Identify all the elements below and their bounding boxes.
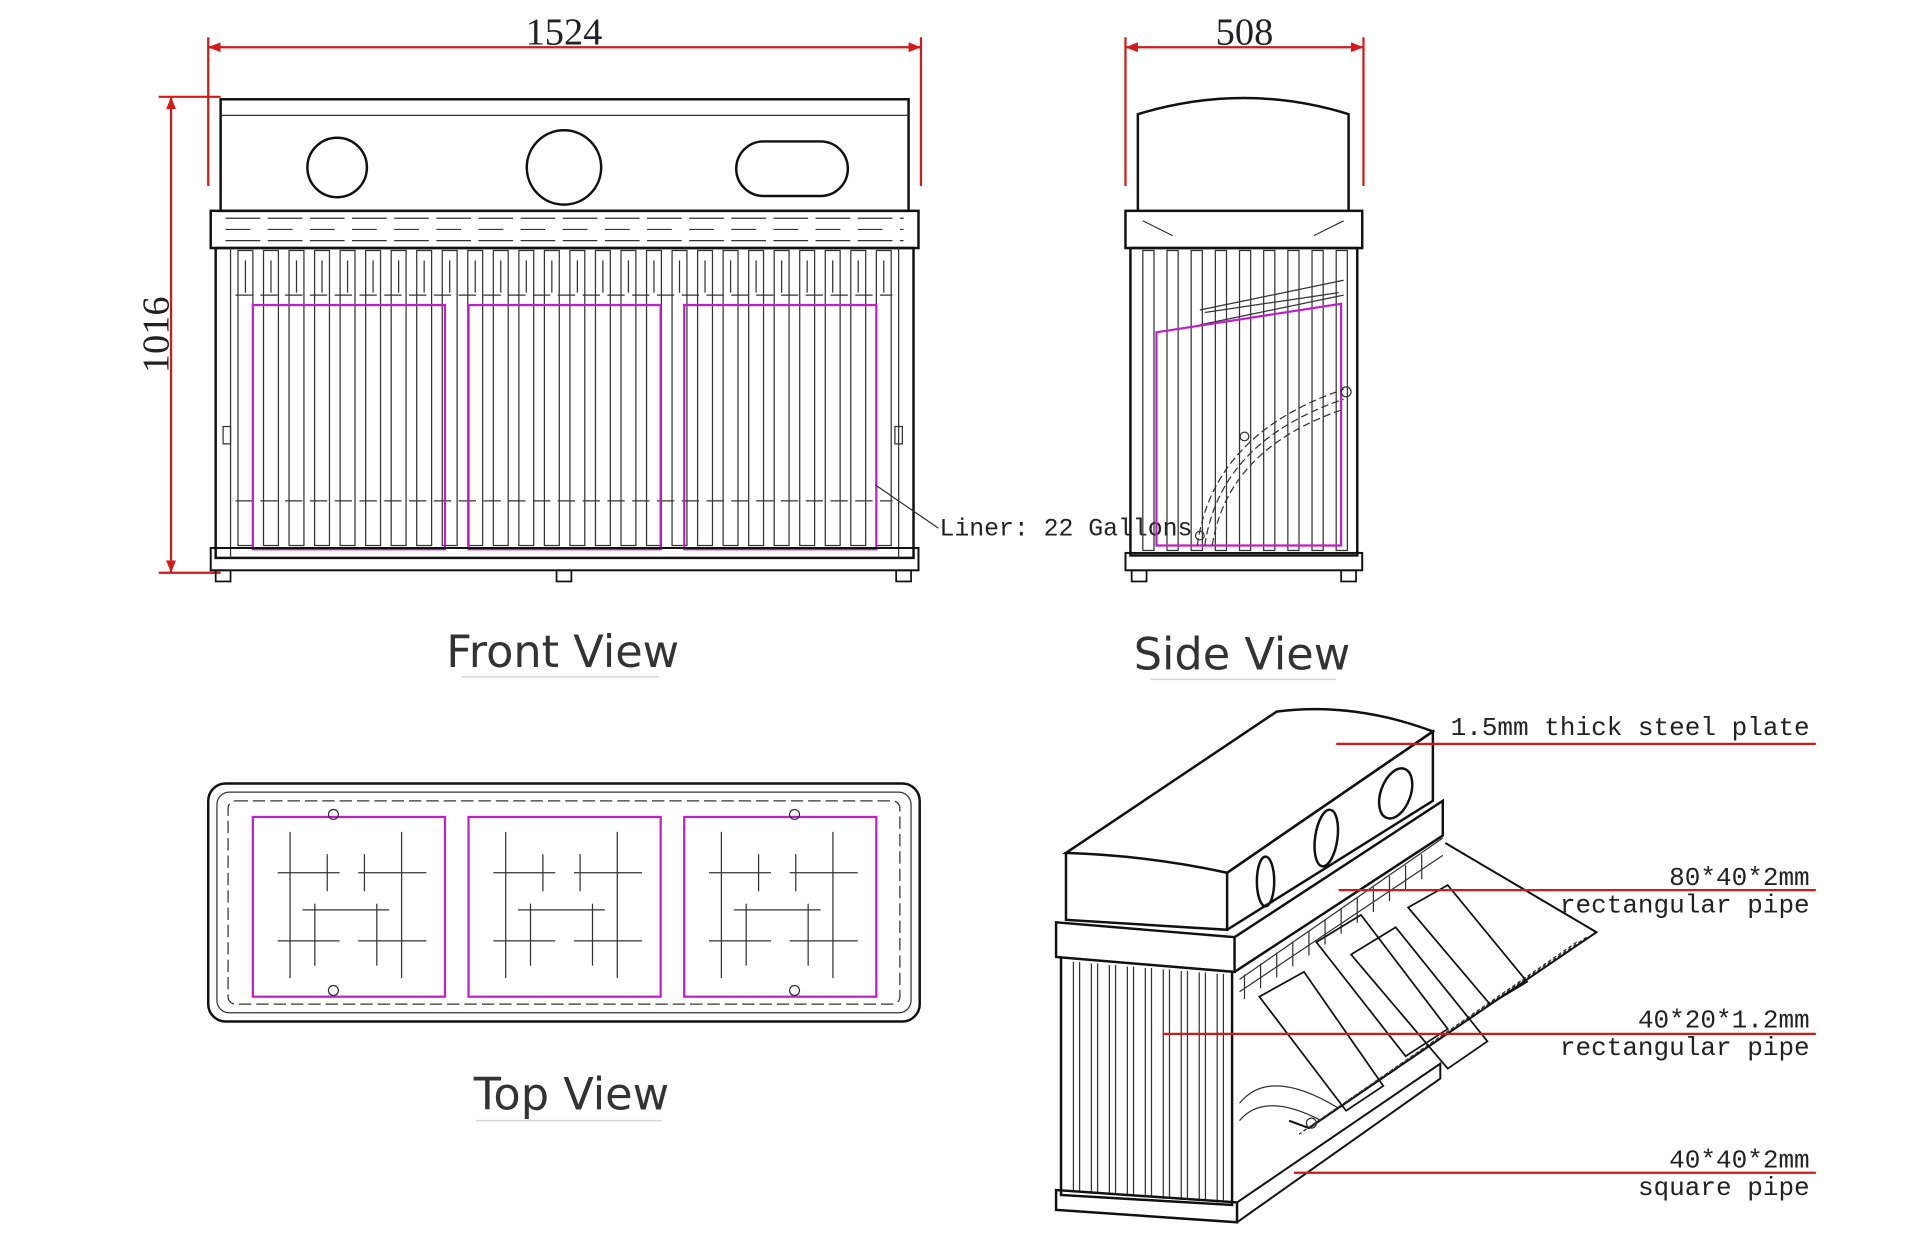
front-slat <box>365 249 382 547</box>
front-view: 1524 1016 <box>136 12 1193 678</box>
front-slats <box>235 249 893 547</box>
side-slat <box>1190 249 1203 552</box>
round-opening-left <box>306 136 369 199</box>
callout-2-subtext: rectangular pipe <box>1560 890 1810 920</box>
iso-lid-top <box>1062 707 1436 875</box>
top-liner-3 <box>683 815 878 998</box>
iso-lid-side <box>1226 729 1435 931</box>
front-slat <box>671 249 688 547</box>
side-slat <box>1238 249 1252 552</box>
front-slat <box>390 249 407 547</box>
front-width-dimension: 1524 <box>207 12 923 187</box>
front-slat <box>620 249 637 547</box>
front-slat <box>696 249 714 547</box>
front-slat <box>262 249 280 547</box>
side-slat <box>1263 249 1276 552</box>
side-base <box>1124 551 1364 572</box>
front-body-frame <box>214 246 915 560</box>
front-slat <box>824 249 841 547</box>
front-slat <box>773 249 790 547</box>
front-slat <box>799 249 816 547</box>
side-slat <box>1166 249 1179 552</box>
front-slat <box>288 249 305 547</box>
front-liner-3 <box>683 303 878 551</box>
front-slat <box>850 249 867 547</box>
front-liner-1 <box>251 303 447 551</box>
side-lid <box>1136 96 1350 211</box>
side-view-title: Side View <box>1134 628 1351 680</box>
front-slat <box>594 249 611 547</box>
callout-3-subtext: rectangular pipe <box>1560 1033 1810 1063</box>
front-height-label: 1016 <box>136 296 178 373</box>
side-depth-label: 508 <box>1216 12 1274 54</box>
side-depth-dimension: 508 <box>1124 12 1365 187</box>
front-slat <box>492 249 509 547</box>
front-slat <box>441 249 458 547</box>
iso-base <box>1054 1188 1239 1224</box>
side-slat <box>1311 249 1324 552</box>
top-liner-2 <box>467 815 662 998</box>
iso-lid-front <box>1064 852 1229 932</box>
front-slat <box>416 249 433 547</box>
round-opening-center <box>525 129 603 206</box>
front-slat <box>748 249 765 547</box>
callout-3-text: 40*20*1.2mm <box>1638 1006 1810 1036</box>
side-view: 508 Side View <box>1124 12 1365 680</box>
front-foot-left <box>214 569 232 583</box>
top-outer-outline <box>206 782 921 1023</box>
front-width-label: 1524 <box>526 12 603 54</box>
front-view-title: Front View <box>446 626 679 678</box>
callout-4-text: 40*40*2mm <box>1669 1146 1810 1176</box>
iso-open-door <box>1288 842 1599 1130</box>
iso-rim-front <box>1054 920 1236 974</box>
side-slat <box>1287 249 1300 552</box>
iso-slats <box>1072 854 1423 1203</box>
side-slat <box>1142 249 1155 552</box>
side-slat <box>1214 249 1228 552</box>
front-slat <box>722 249 739 547</box>
front-slat <box>339 249 356 547</box>
isometric-view: 1.5mm thick steel plate 80*40*2mm rectan… <box>1054 707 1816 1224</box>
front-slat <box>569 249 586 547</box>
side-body-frame <box>1129 246 1359 557</box>
side-liner <box>1155 302 1343 547</box>
top-view: Top View <box>206 782 921 1122</box>
liner-note: Liner: 22 Gallons <box>940 516 1193 544</box>
front-height-dimension: 1016 <box>136 95 221 574</box>
iso-body-front <box>1059 957 1234 1207</box>
front-slat <box>313 249 331 547</box>
front-foot-center <box>555 569 573 583</box>
callout-4-subtext: square pipe <box>1638 1173 1810 1203</box>
callout-2-text: 80*40*2mm <box>1669 863 1810 893</box>
top-liner-1 <box>251 815 447 998</box>
front-slat <box>518 249 535 547</box>
oval-opening <box>735 140 850 198</box>
callout-1-text: 1.5mm thick steel plate <box>1451 713 1810 743</box>
front-slat <box>543 249 560 547</box>
front-foot-right <box>895 569 912 583</box>
side-slat <box>1335 249 1348 552</box>
front-liner-2 <box>467 303 662 551</box>
side-slats <box>1142 249 1348 552</box>
liner-leader-line <box>874 484 939 529</box>
top-view-title: Top View <box>473 1068 669 1120</box>
